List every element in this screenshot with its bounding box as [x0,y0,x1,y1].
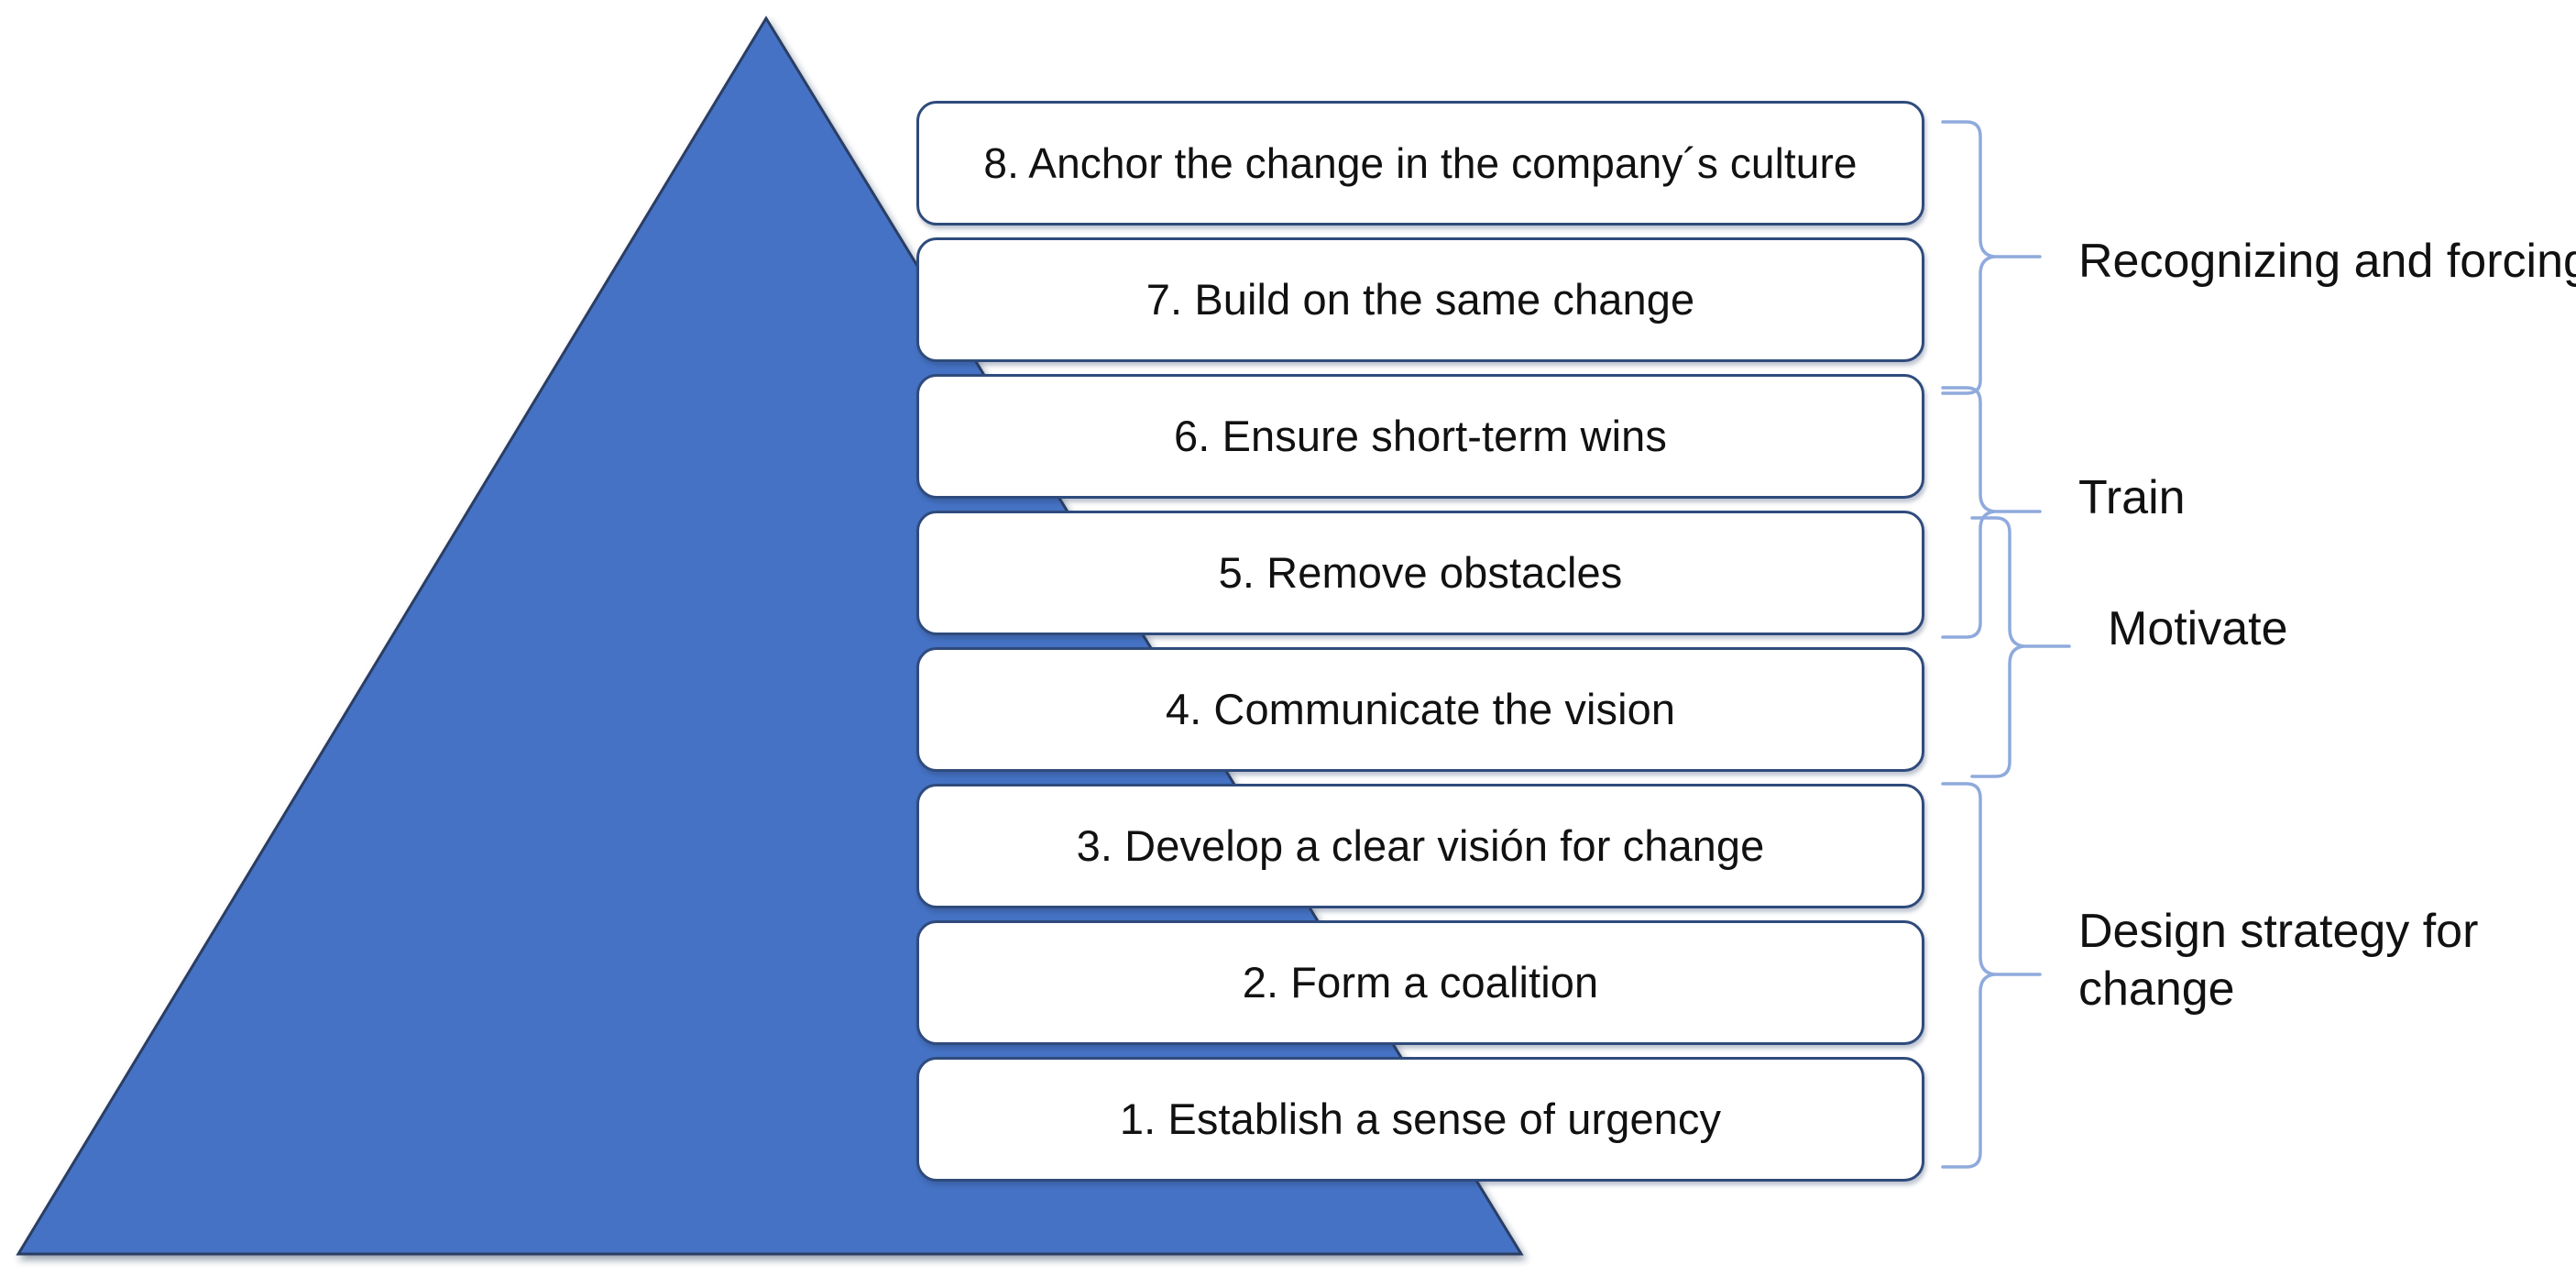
brace-recognizing-and-forcing [1941,120,2042,395]
brace-design-strategy-for-change [1941,782,2042,1169]
step-box-4[interactable]: 4. Communicate the vision [916,647,1924,772]
brace-motivate [1970,516,2071,778]
step-label-6: 6. Ensure short-term wins [1174,412,1667,461]
group-label-recognizing-and-forcing: Recognizing and forcing [2078,235,2576,288]
step-box-8[interactable]: 8. Anchor the change in the company´s cu… [916,101,1924,226]
step-label-5: 5. Remove obstacles [1218,548,1623,598]
brace-train [1941,386,2042,639]
step-box-5[interactable]: 5. Remove obstacles [916,511,1924,635]
step-box-1[interactable]: 1. Establish a sense of urgency [916,1057,1924,1182]
group-label-motivate: Motivate [2108,602,2288,655]
step-label-8: 8. Anchor the change in the company´s cu… [983,138,1858,187]
group-label-design-strategy-for-change: Design strategy for change [2078,905,2479,1017]
step-box-6[interactable]: 6. Ensure short-term wins [916,374,1924,499]
group-label-train: Train [2078,471,2186,524]
step-label-2: 2. Form a coalition [1242,958,1599,1007]
step-label-3: 3. Develop a clear visión for change [1076,821,1765,871]
step-label-7: 7. Build on the same change [1145,275,1695,324]
step-box-2[interactable]: 2. Form a coalition [916,920,1924,1045]
step-box-3[interactable]: 3. Develop a clear visión for change [916,784,1924,908]
step-box-7[interactable]: 7. Build on the same change [916,237,1924,362]
step-label-1: 1. Establish a sense of urgency [1119,1094,1722,1144]
step-label-4: 4. Communicate the vision [1165,685,1676,734]
